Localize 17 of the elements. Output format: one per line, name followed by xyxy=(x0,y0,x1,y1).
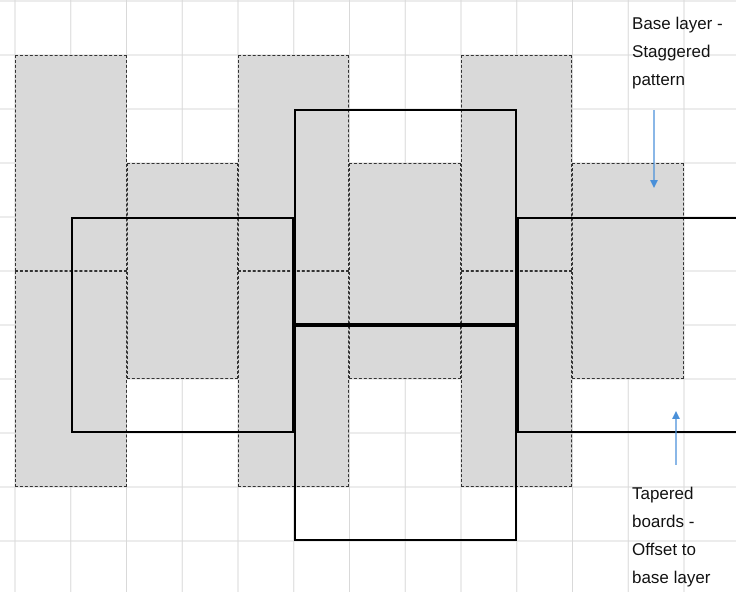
annotation-text: Base layer - Staggered pattern xyxy=(632,13,724,91)
base-board xyxy=(349,163,461,379)
annotation-text: Tapered boards - Offset to base layer xyxy=(632,483,712,589)
base-board xyxy=(572,163,684,379)
base-board xyxy=(238,271,349,487)
tapered-board xyxy=(294,109,517,325)
base-board xyxy=(461,271,572,487)
base-board xyxy=(15,271,127,487)
leader-arrow xyxy=(650,110,658,188)
tapered-board xyxy=(71,217,294,433)
base-board xyxy=(127,163,238,379)
base-board xyxy=(461,55,572,271)
tapered-board xyxy=(294,325,517,541)
leader-arrow xyxy=(672,411,680,465)
tapered-board xyxy=(517,217,736,433)
base-board xyxy=(238,55,349,271)
base-board xyxy=(15,55,127,271)
